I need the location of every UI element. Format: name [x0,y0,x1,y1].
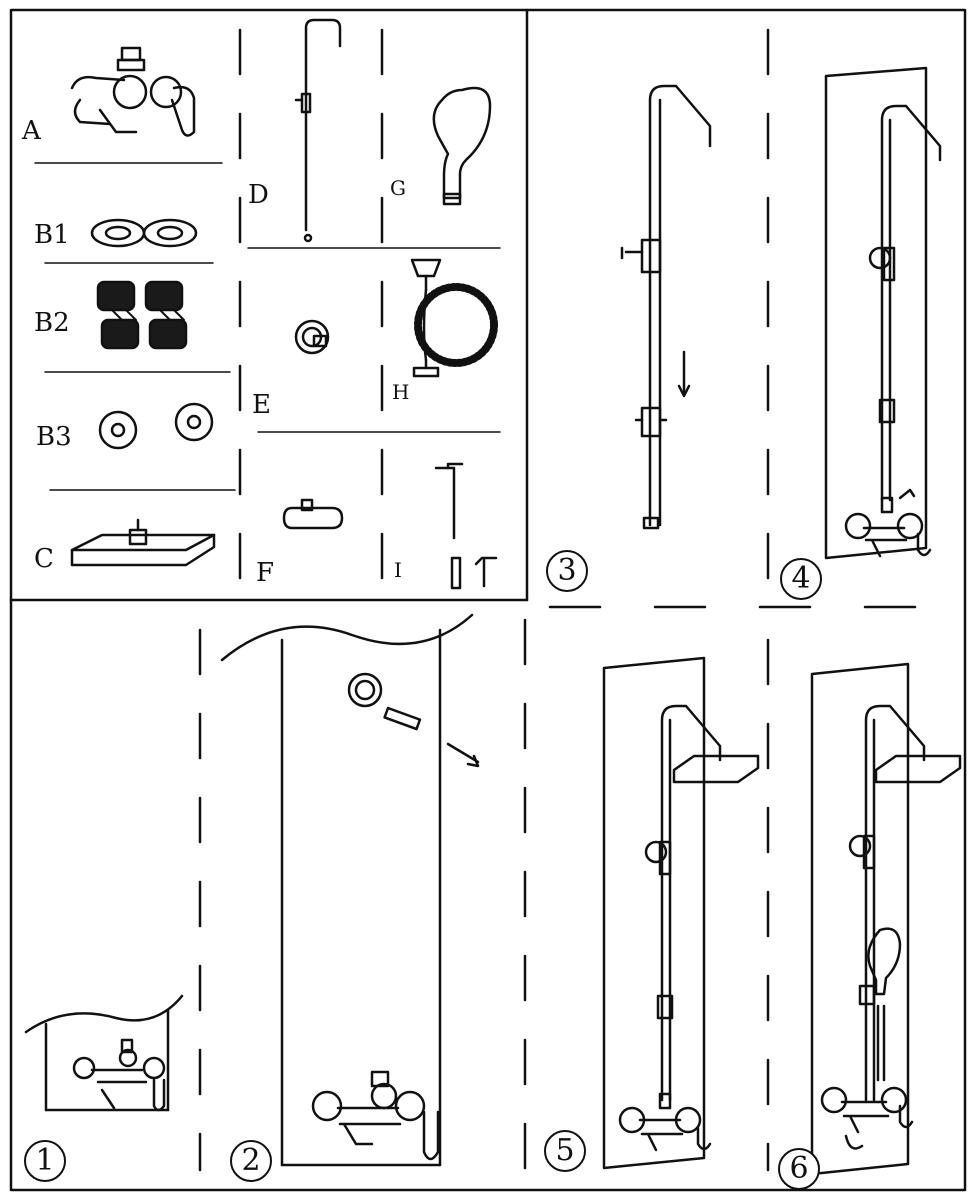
slider-holder-icon [282,498,344,530]
step-number-3: 3 [546,550,588,592]
step-number-5: 5 [544,1130,586,1172]
step-6-illustration [810,662,962,1176]
mixer-valve-icon [70,46,196,137]
step-number-4: 4 [780,558,822,600]
part-label-b2: B2 [34,308,70,338]
riser-rail-icon [294,18,342,243]
step-3-illustration [620,84,712,530]
step-number-1: 1 [24,1140,66,1182]
part-label-g: G [390,176,406,200]
part-label-f: F [256,558,275,588]
part-label-i: I [394,558,402,582]
step-1-illustration [24,994,184,1112]
shower-hose-icon [410,258,498,378]
washers-icon [90,218,198,248]
step-number-2: 2 [230,1140,272,1182]
dashed-separators [198,28,922,1172]
step-2-illustration [220,613,480,1167]
part-label-d: D [248,180,269,210]
hand-shower-icon [432,86,492,206]
part-label-b1: B1 [34,220,70,250]
eccentric-connectors-icon [96,280,188,350]
step-number-6: 6 [778,1148,820,1190]
part-label-a: A [22,116,41,146]
step-5-illustration [602,656,760,1170]
overhead-shower-icon [70,518,216,567]
part-label-h: H [392,380,410,404]
panel-frame [9,8,967,1192]
wall-bracket-icon [294,319,330,355]
part-label-e: E [252,390,271,420]
part-label-b3: B3 [36,422,72,452]
part-label-c: C [34,544,54,574]
hex-key-and-anchors-icon [434,462,498,590]
parts-rules [34,162,501,491]
cover-flanges-icon [98,402,214,450]
step-4-illustration [824,66,942,560]
